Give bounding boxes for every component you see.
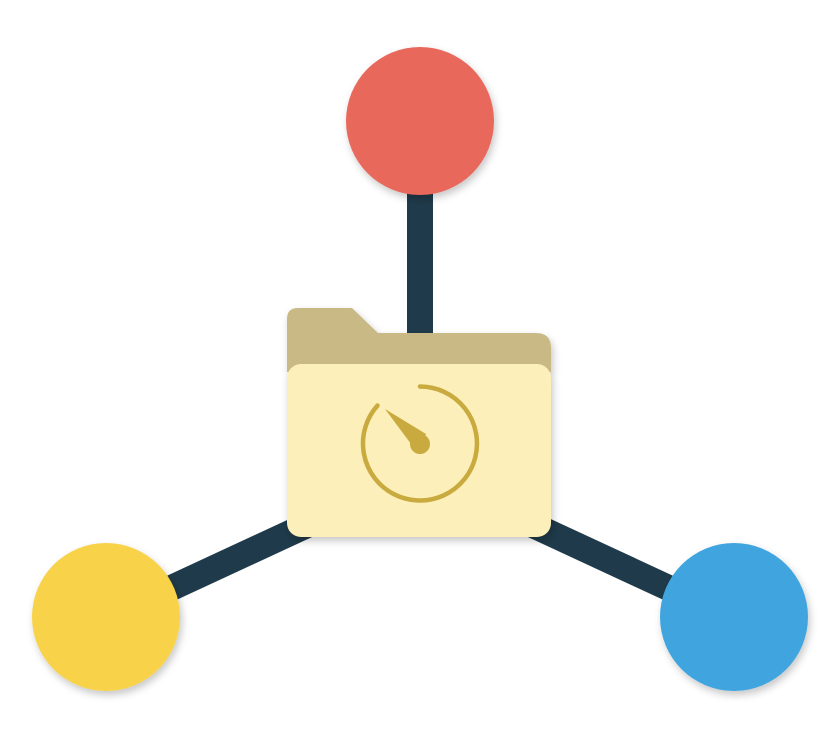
folder-tab <box>287 308 551 372</box>
connector-right <box>516 508 694 609</box>
nodes <box>32 47 808 691</box>
node-top-circle <box>346 47 494 195</box>
node-left-circle <box>32 543 180 691</box>
node-right-circle <box>660 543 808 691</box>
timer-dial <box>360 384 480 503</box>
connector-left <box>146 508 324 609</box>
timer-icon <box>360 384 480 503</box>
connectors <box>146 180 694 609</box>
timer-center <box>410 434 430 454</box>
